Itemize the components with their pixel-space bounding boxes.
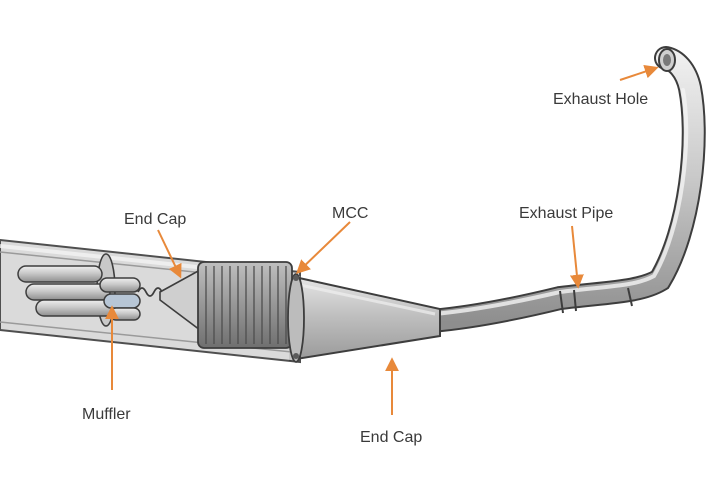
label-end-cap-bottom: End Cap xyxy=(360,429,422,446)
arrow-end-cap-top xyxy=(157,229,182,279)
label-exhaust-hole: Exhaust Hole xyxy=(553,91,648,108)
label-muffler: Muffler xyxy=(82,406,131,423)
arrow-mcc xyxy=(295,221,351,274)
end-cap-cone xyxy=(289,274,441,362)
annotation-arrows xyxy=(105,64,659,415)
mcc-core xyxy=(197,261,305,363)
label-end-cap-top: End Cap xyxy=(124,211,186,228)
arrow-exhaust-hole xyxy=(619,64,659,81)
label-exhaust-pipe: Exhaust Pipe xyxy=(519,205,613,222)
exhaust-hole-flange xyxy=(658,48,676,72)
arrow-exhaust-pipe xyxy=(569,225,584,289)
muffler-tubes xyxy=(17,265,163,321)
label-mcc: MCC xyxy=(332,205,368,222)
